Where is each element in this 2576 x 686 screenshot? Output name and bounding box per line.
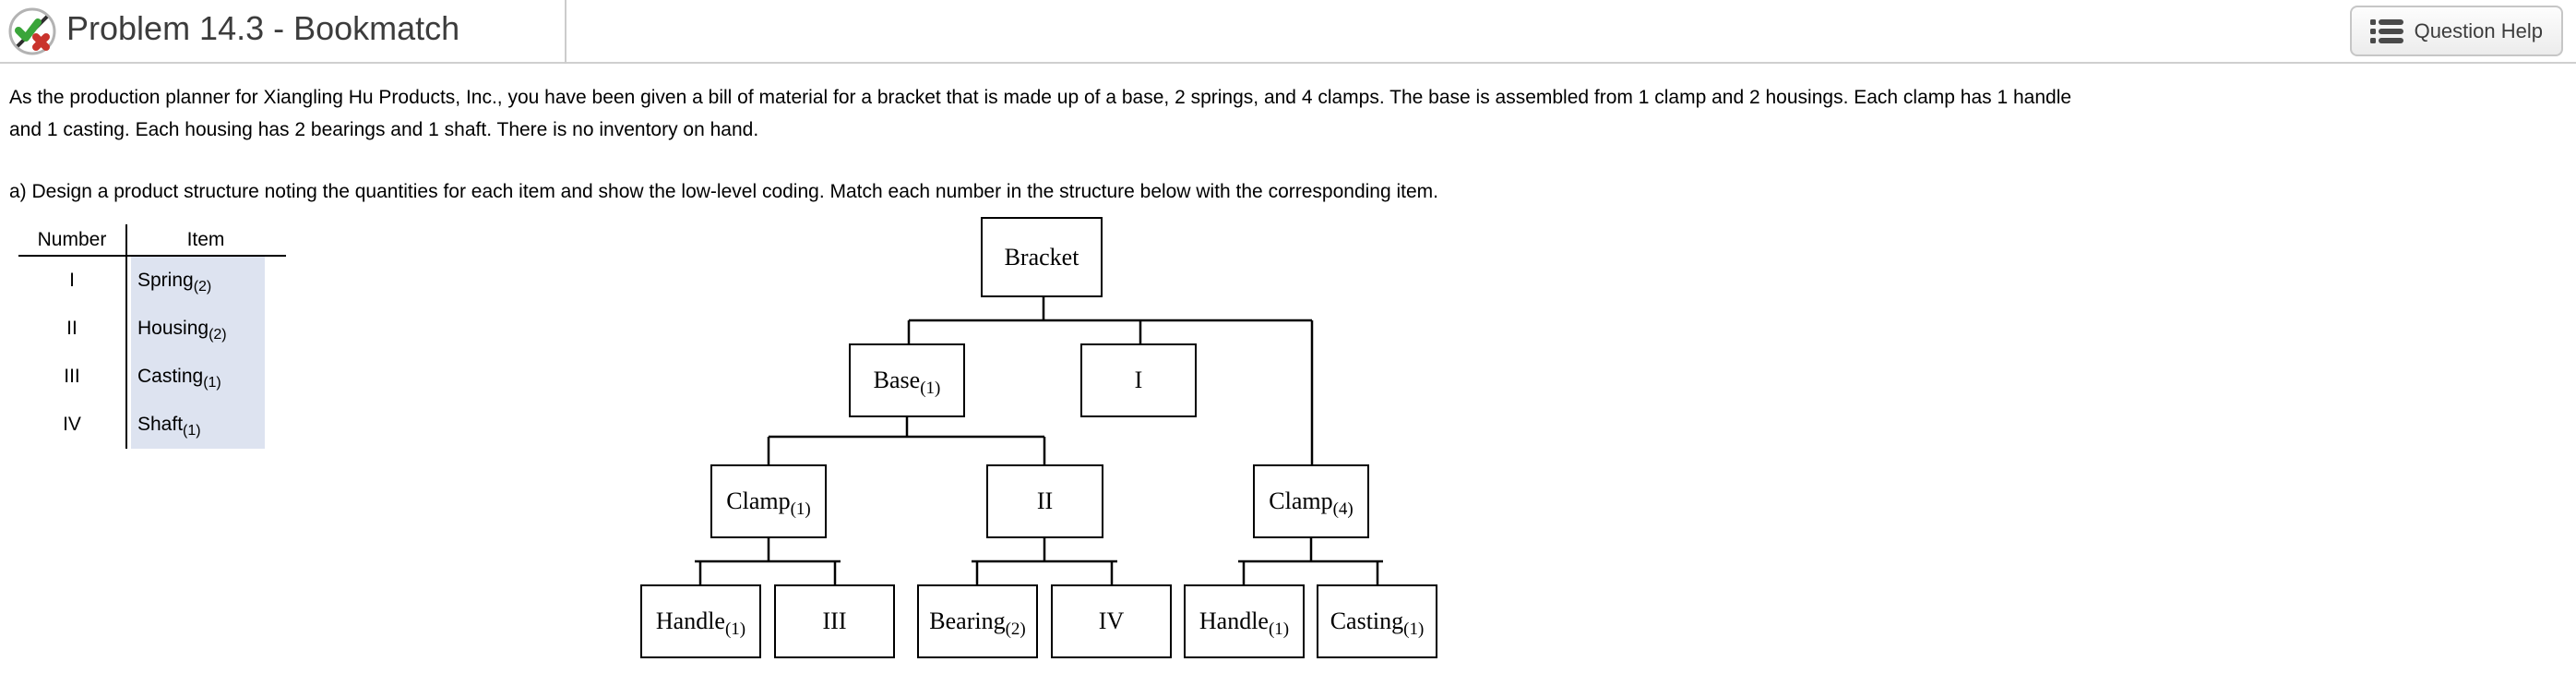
item-qty-subscript: (1)	[203, 375, 221, 391]
item-answer-cell-3[interactable]: Casting(1)	[131, 353, 265, 401]
header-divider	[565, 0, 566, 64]
tree-node-base: Base(1)	[849, 343, 965, 417]
tree-node-blank-IV: IV	[1051, 584, 1172, 658]
node-label: Handle	[655, 608, 725, 634]
part-a-instruction: a) Design a product structure noting the…	[9, 181, 1438, 202]
item-label: Spring	[137, 270, 194, 291]
item-label: Casting	[137, 366, 204, 387]
tree-node-casting: Casting(1)	[1317, 584, 1437, 658]
node-label: Base	[873, 367, 921, 393]
statement-line-2: and 1 casting. Each housing has 2 bearin…	[9, 119, 759, 140]
node-label: Clamp	[1269, 487, 1333, 514]
item-qty-subscript: (2)	[209, 327, 227, 343]
table-row: III Casting(1)	[18, 353, 286, 401]
tree-node-handle-left: Handle(1)	[640, 584, 761, 658]
node-qty-subscript: (2)	[1005, 620, 1026, 639]
tree-node-bracket: Bracket	[981, 217, 1103, 297]
tree-node-blank-I: I	[1080, 343, 1197, 417]
item-qty-subscript: (1)	[183, 423, 201, 439]
tree-node-clamp-left: Clamp(1)	[710, 464, 827, 538]
node-label: Bearing	[929, 608, 1006, 634]
node-qty-subscript: (1)	[920, 379, 941, 398]
tree-node-blank-II: II	[986, 464, 1103, 538]
item-label: Housing	[137, 318, 209, 339]
item-qty-subscript: (2)	[193, 279, 212, 295]
node-label: II	[1036, 487, 1054, 514]
problem-statement: As the production planner for Xiangling …	[9, 81, 2071, 146]
item-answer-cell-2[interactable]: Housing(2)	[131, 305, 265, 353]
node-label: III	[822, 608, 847, 634]
table-row: II Housing(2)	[18, 305, 286, 353]
node-qty-subscript: (1)	[724, 620, 746, 639]
list-icon	[2369, 18, 2403, 43]
question-help-label: Question Help	[2414, 18, 2543, 42]
tree-node-bearing: Bearing(2)	[917, 584, 1038, 658]
table-row: I Spring(2)	[18, 257, 286, 305]
window-header: Problem 14.3 - Bookmatch Question Help	[0, 0, 2576, 64]
node-label: IV	[1098, 608, 1125, 634]
node-qty-subscript: (1)	[1403, 620, 1425, 639]
table-row: IV Shaft(1)	[18, 401, 286, 449]
node-label: I	[1134, 367, 1143, 393]
check-x-circle-icon	[8, 7, 56, 55]
number-cell-3: III	[18, 353, 127, 401]
item-label: Shaft	[137, 414, 184, 435]
node-label: Casting	[1330, 608, 1404, 634]
number-cell-1: I	[18, 257, 127, 305]
column-header-item: Item	[186, 228, 225, 250]
tree-node-handle-right: Handle(1)	[1184, 584, 1305, 658]
page-title: Problem 14.3 - Bookmatch	[66, 9, 460, 47]
table-header-row: Number Item	[18, 224, 286, 257]
number-cell-2: II	[18, 305, 127, 353]
node-label: Bracket	[1004, 243, 1079, 271]
tree-node-blank-III: III	[774, 584, 895, 658]
node-qty-subscript: (1)	[1268, 620, 1290, 639]
node-qty-subscript: (1)	[790, 499, 811, 519]
statement-line-1: As the production planner for Xiangling …	[9, 87, 2072, 108]
tree-node-clamp-right: Clamp(4)	[1253, 464, 1369, 538]
node-label: Handle	[1199, 608, 1269, 634]
item-answer-cell-1[interactable]: Spring(2)	[131, 257, 265, 305]
match-table: Number Item I Spring(2) II Housing(2) II…	[18, 224, 286, 449]
node-qty-subscript: (4)	[1332, 499, 1354, 519]
number-cell-4: IV	[18, 401, 127, 449]
item-answer-cell-4[interactable]: Shaft(1)	[131, 401, 265, 449]
question-help-button[interactable]: Question Help	[2349, 6, 2563, 56]
node-label: Clamp	[726, 487, 791, 514]
column-header-number: Number	[18, 224, 127, 255]
